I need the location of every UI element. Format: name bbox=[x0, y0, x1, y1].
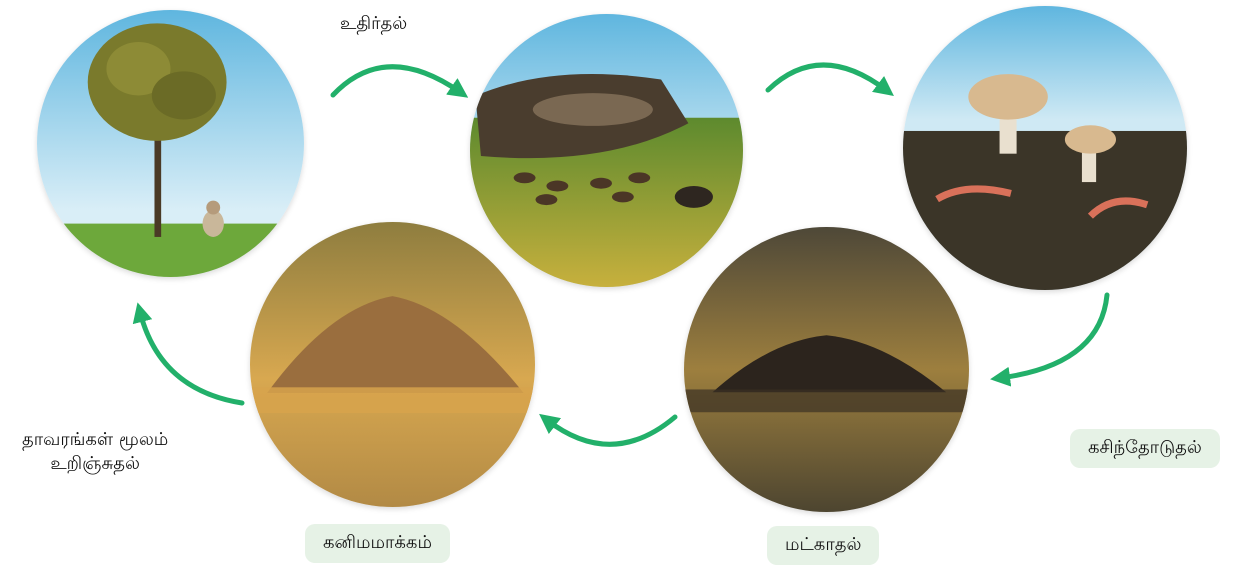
stage-fungi-image bbox=[903, 6, 1187, 290]
label-plant-absorption: தாவரங்கள் மூலம் உறிஞ்சுதல் bbox=[22, 428, 168, 477]
arrow-humus-to-mineral bbox=[547, 417, 675, 444]
stage-mineral-image bbox=[250, 222, 535, 507]
label-mineralization: மட்காதல் bbox=[767, 526, 879, 565]
arrow-leach bbox=[1000, 295, 1107, 378]
arrow-log-to-fungi bbox=[768, 65, 886, 90]
arrow-absorb bbox=[140, 312, 242, 403]
label-absorption-line2: உறிஞ்சுதல் bbox=[22, 452, 168, 476]
label-absorption-line1: தாவரங்கள் மூலம் bbox=[22, 428, 168, 452]
arrow-fall bbox=[333, 67, 460, 95]
label-humification: கனிமமாக்கம் bbox=[305, 524, 450, 563]
stage-humus-image bbox=[684, 227, 969, 512]
stage-tree-image bbox=[37, 10, 304, 277]
label-leaching: கசிந்தோடுதல் bbox=[1070, 429, 1220, 468]
label-falling: உதிர்தல் bbox=[340, 12, 407, 36]
stage-log-image bbox=[470, 14, 743, 287]
